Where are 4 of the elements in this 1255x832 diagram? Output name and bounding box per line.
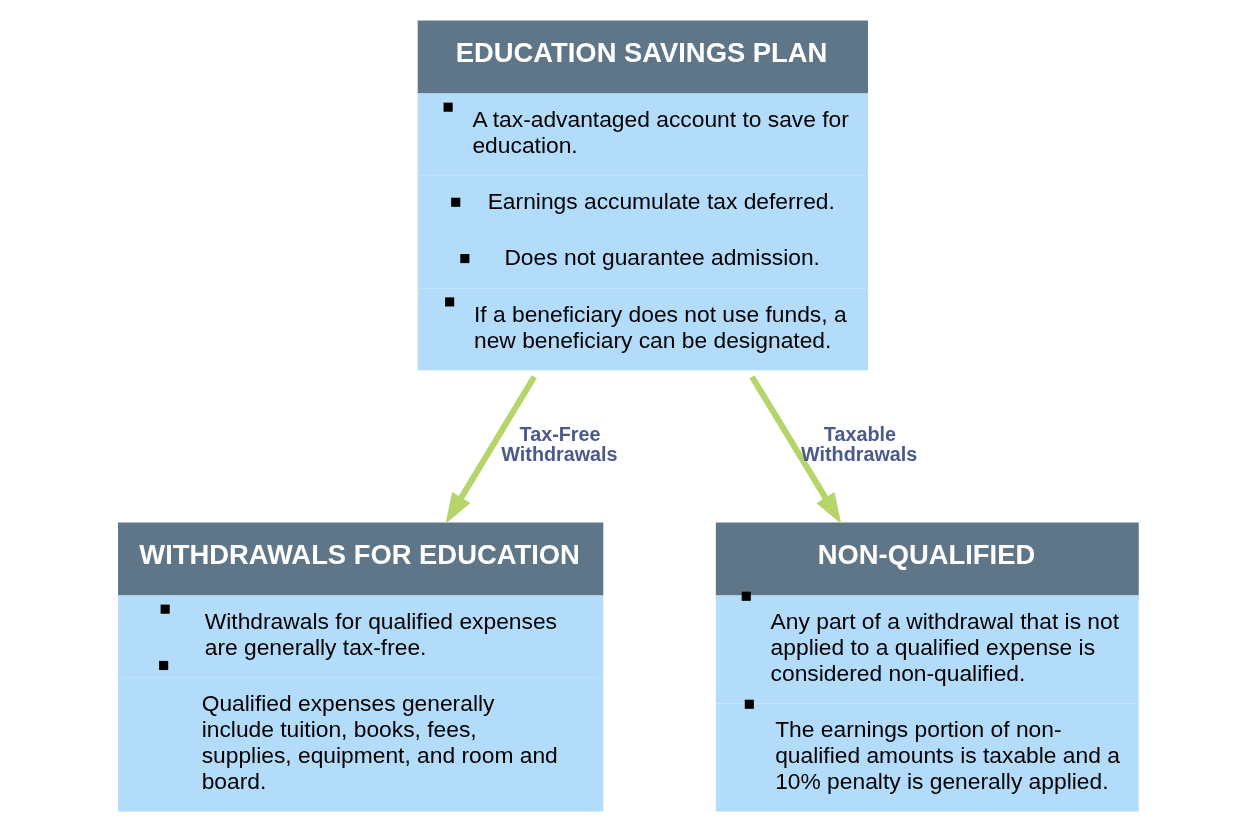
edge-label: Taxable Withdrawals [800,422,917,465]
edge-label: Tax-Free Withdrawals [500,422,618,465]
arrow [445,375,537,524]
arrow [748,375,841,524]
